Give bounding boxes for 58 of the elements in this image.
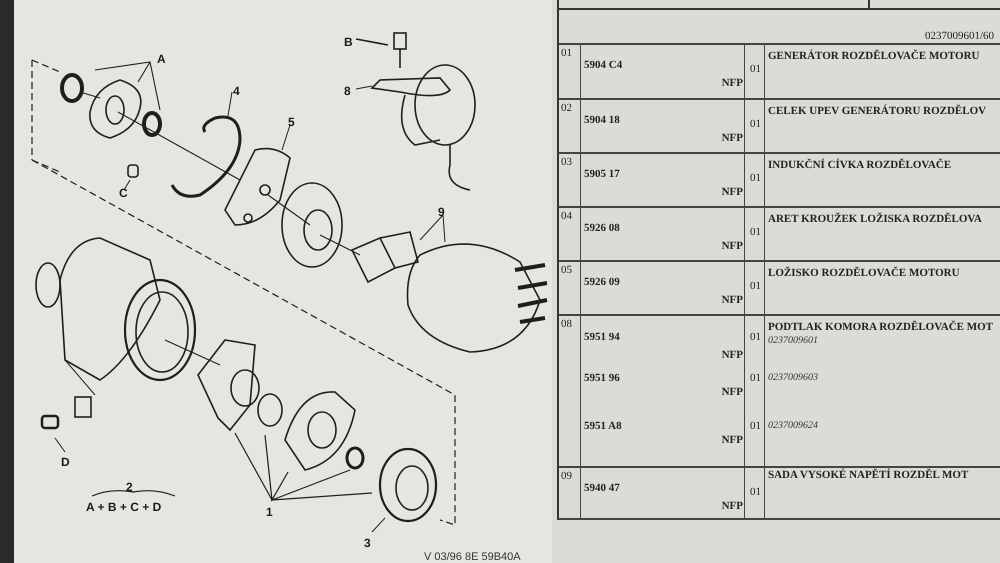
callout-label: 3 — [364, 535, 371, 552]
unit-code: NFP — [722, 185, 743, 200]
quantity: 01 — [750, 62, 761, 77]
variant-number: 0237009601 — [768, 334, 818, 348]
part-description: ARET KROUŽEK LOŽISKA ROZDĚLOVA — [768, 212, 982, 227]
quantity: 01 — [750, 371, 761, 386]
part-number: 5940 47 — [584, 481, 620, 496]
callout-label: 1 — [266, 504, 273, 521]
part-description: LOŽISKO ROZDĚLOVAČE MOTORU — [768, 266, 960, 281]
quantity: 01 — [750, 117, 761, 132]
part-number: 5904 18 — [584, 113, 620, 128]
item-number: 05 — [561, 263, 572, 278]
callout-label: C — [119, 185, 128, 202]
item-number: 09 — [561, 469, 572, 484]
part-description: 0237009601/60 — [924, 29, 994, 44]
quantity: 01 — [750, 330, 761, 345]
part-description: GENERÁTOR ROZDĚLOVAČE MOTORU — [768, 48, 980, 64]
item-number: 02 — [561, 101, 572, 116]
quantity: 01 — [750, 171, 761, 186]
item-number: 08 — [561, 317, 572, 332]
part-description: INDUKČNÍ CÍVKA ROZDĚLOVAČE — [768, 158, 952, 173]
quantity: 01 — [750, 225, 761, 240]
callout-label: 2 — [126, 479, 133, 496]
callout-label: A + B + C + D — [86, 499, 162, 516]
drawing-reference: V 03/96 8E 59B40A — [424, 550, 521, 563]
callout-label: D — [61, 454, 70, 471]
part-description: CELEK UPEV GENERÁTORU ROZDĚLOV — [768, 104, 986, 119]
item-number: 03 — [561, 155, 572, 170]
variant-number: 0237009624 — [768, 419, 818, 433]
variant-number: 0237009603 — [768, 371, 818, 385]
part-number: 5904 C4 — [584, 58, 622, 73]
part-number: 5951 96 — [584, 371, 620, 386]
part-description: SADA VYSOKÉ NAPĚTÍ ROZDĚL MOT — [768, 468, 968, 483]
unit-code: NFP — [722, 293, 743, 308]
callout-label: 8 — [344, 83, 351, 100]
part-description: PODTLAK KOMORA ROZDĚLOVAČE MOT — [768, 320, 994, 335]
quantity: 01 — [750, 419, 761, 434]
callout-label: 5 — [288, 114, 295, 131]
part-number: 5926 08 — [584, 221, 620, 236]
unit-code: NFP — [722, 385, 743, 400]
callout-label: B — [344, 34, 353, 51]
part-number: 5905 17 — [584, 167, 620, 182]
callout-label: 9 — [438, 204, 445, 221]
unit-code: NFP — [722, 433, 743, 448]
unit-code: NFP — [722, 348, 743, 363]
callout-label: A — [157, 51, 166, 68]
part-number: 5951 A8 — [584, 419, 622, 434]
part-number: 5926 09 — [584, 275, 620, 290]
callout-label: 4 — [233, 83, 240, 100]
quantity: 01 — [750, 279, 761, 294]
quantity: 01 — [750, 485, 761, 500]
unit-code: NFP — [722, 131, 743, 146]
unit-code: NFP — [722, 239, 743, 254]
item-number: 01 — [561, 46, 572, 61]
unit-code: NFP — [722, 76, 743, 91]
part-number: 5951 94 — [584, 330, 620, 345]
unit-code: NFP — [722, 499, 743, 514]
item-number: 04 — [561, 209, 572, 224]
